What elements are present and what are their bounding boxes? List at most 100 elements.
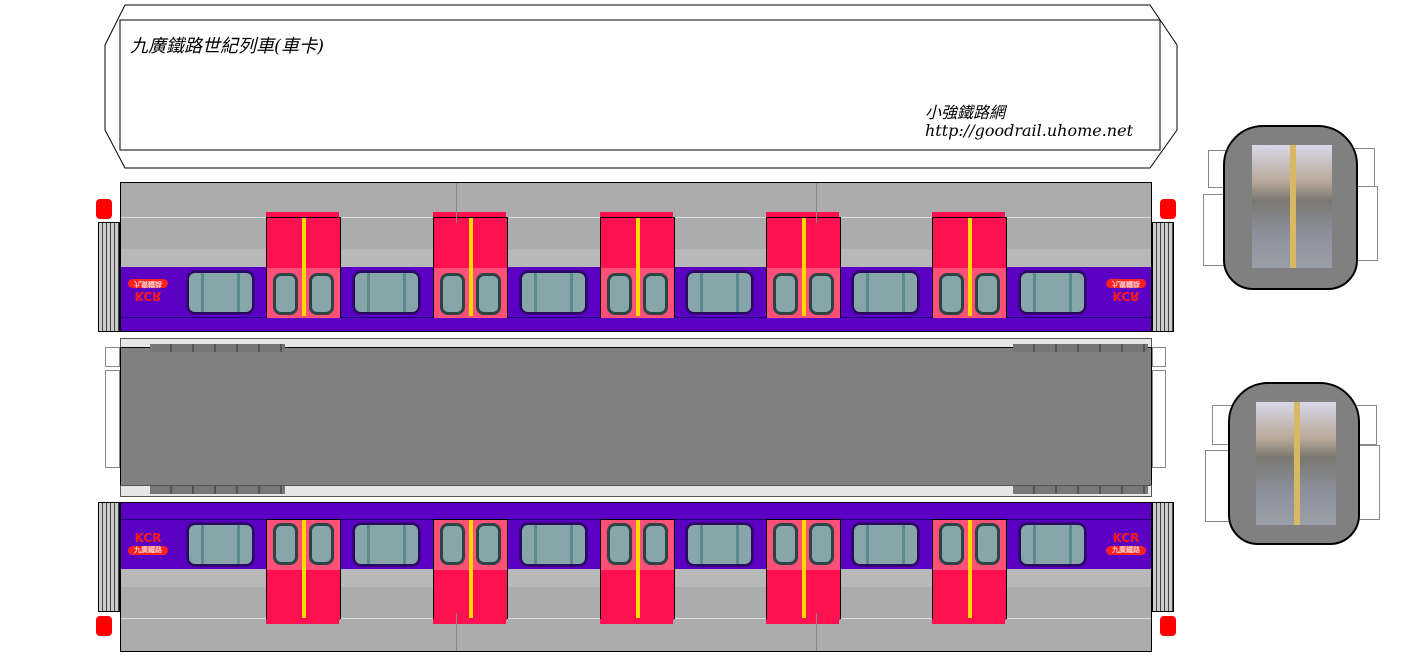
door <box>932 519 1007 620</box>
window-mullion <box>367 525 370 564</box>
door-window <box>809 523 834 565</box>
door-seam <box>302 218 306 316</box>
window-mullion <box>1069 525 1072 564</box>
gangway-end <box>98 222 120 332</box>
coupler <box>96 199 112 219</box>
roof-panel <box>120 347 1152 488</box>
door-header <box>266 212 339 217</box>
door-header <box>433 212 506 217</box>
window <box>352 522 421 567</box>
door-seam <box>968 520 972 618</box>
logo-subtext: 九廣鐵路 <box>1106 546 1146 555</box>
door <box>600 217 675 318</box>
door-window <box>809 273 834 315</box>
glue-tab <box>1152 370 1166 468</box>
credit-name: 小強鐵路網 <box>925 103 1006 122</box>
panel-seam <box>456 613 457 651</box>
coupler <box>1160 616 1176 636</box>
door-header <box>932 212 1005 217</box>
gangway-end <box>1152 502 1174 612</box>
window-mullion <box>902 273 905 312</box>
window-mullion <box>736 273 739 312</box>
credit: 小強鐵路網 http://goodrail.uhome.net <box>925 104 1133 140</box>
roof-vent <box>150 344 285 352</box>
window <box>851 522 920 567</box>
window <box>1018 522 1087 567</box>
window <box>851 270 920 315</box>
door-window <box>476 273 501 315</box>
door-window <box>643 273 668 315</box>
gangway-end <box>98 502 120 612</box>
door-seam <box>968 218 972 316</box>
door <box>266 217 341 318</box>
window-mullion <box>1033 273 1036 312</box>
door <box>932 217 1007 318</box>
door-window <box>975 523 1000 565</box>
door-header <box>433 619 506 624</box>
door <box>433 519 508 620</box>
logo-text: KCR <box>134 289 162 303</box>
door-seam <box>802 520 806 618</box>
door-seam <box>636 218 640 316</box>
door-header <box>266 619 339 624</box>
roof-vent <box>1013 486 1148 494</box>
roof-vent <box>150 486 285 494</box>
door-seam <box>636 520 640 618</box>
window-mullion <box>1033 525 1036 564</box>
door-window <box>607 273 632 315</box>
window-mullion <box>403 273 406 312</box>
window-mullion <box>201 273 204 312</box>
window-mullion <box>201 525 204 564</box>
window-mullion <box>403 525 406 564</box>
door <box>266 519 341 620</box>
logo-text: KCR <box>134 531 162 545</box>
door-window <box>975 273 1000 315</box>
window-mullion <box>570 525 573 564</box>
door-window <box>607 523 632 565</box>
door-header <box>932 619 1005 624</box>
door-seam <box>469 520 473 618</box>
door-header <box>766 619 839 624</box>
door-window <box>273 523 298 565</box>
door-window <box>440 273 465 315</box>
window-mullion <box>866 273 869 312</box>
window-mullion <box>700 273 703 312</box>
logo-subtext: 九廣鐵路 <box>1106 279 1146 288</box>
window-mullion <box>902 525 905 564</box>
roof-edge-bottom <box>120 485 1152 497</box>
credit-url[interactable]: http://goodrail.uhome.net <box>925 121 1134 140</box>
coupler <box>96 616 112 636</box>
window <box>186 270 255 315</box>
purple-skirt <box>121 503 1151 519</box>
door <box>766 519 841 620</box>
interior-photo <box>1256 402 1336 525</box>
door-window <box>773 273 798 315</box>
door-seam <box>469 218 473 316</box>
door-header <box>600 212 673 217</box>
window <box>685 270 754 315</box>
panel-seam <box>816 613 817 651</box>
door-window <box>939 273 964 315</box>
purple-skirt <box>121 317 1151 331</box>
window-mullion <box>1069 273 1072 312</box>
door-window <box>643 523 668 565</box>
logo-text: KCR <box>1112 289 1140 303</box>
door-window <box>309 273 334 315</box>
window <box>519 270 588 315</box>
glue-tab <box>105 347 120 367</box>
door-window <box>476 523 501 565</box>
door-window <box>440 523 465 565</box>
window-mullion <box>534 273 537 312</box>
window <box>1018 270 1087 315</box>
door <box>433 217 508 318</box>
window-mullion <box>534 525 537 564</box>
door-seam <box>302 520 306 618</box>
window-mullion <box>237 273 240 312</box>
window-mullion <box>570 273 573 312</box>
logo-subtext: 九廣鐵路 <box>128 546 168 555</box>
